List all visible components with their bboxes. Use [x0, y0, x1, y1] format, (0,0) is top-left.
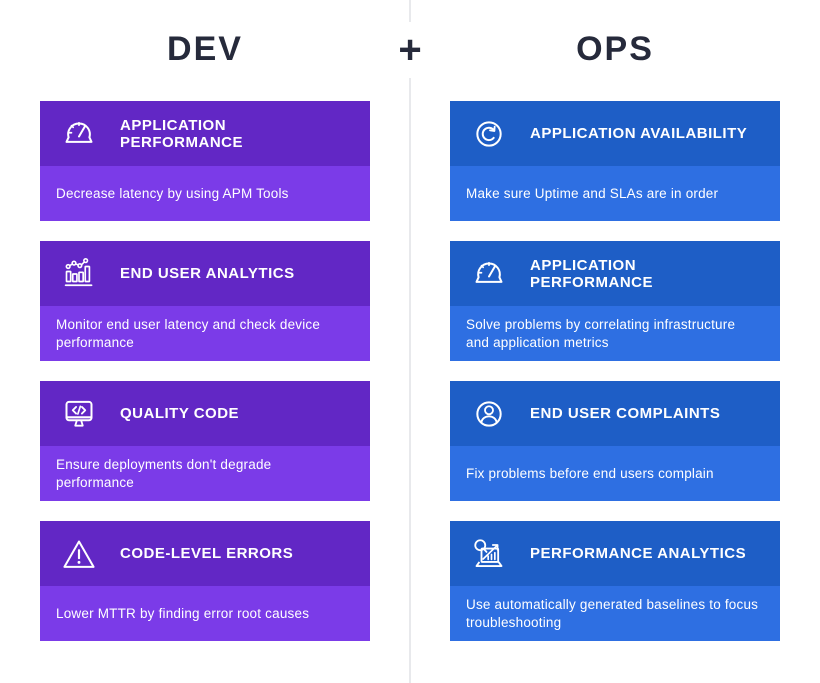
card-end-user-complaints: END USER COMPLAINTS Fix problems before …: [450, 381, 780, 501]
card-description: Monitor end user latency and check devic…: [56, 316, 321, 350]
ops-column: APPLICATION AVAILABILITY Make sure Uptim…: [450, 101, 780, 661]
card-description: Make sure Uptime and SLAs are in order: [466, 185, 719, 201]
card-header: APPLICATION PERFORMANCE: [450, 241, 780, 306]
bar-line-chart-icon: [58, 253, 100, 295]
card-description: Solve problems by correlating infrastruc…: [466, 316, 736, 350]
card-application-performance-ops: APPLICATION PERFORMANCE Solve problems b…: [450, 241, 780, 361]
card-header: CODE-LEVEL ERRORS: [40, 521, 370, 586]
magnifier-chart-icon: [468, 533, 510, 575]
card-body: Lower MTTR by finding error root causes: [40, 586, 370, 641]
refresh-icon: [468, 113, 510, 155]
card-application-availability: APPLICATION AVAILABILITY Make sure Uptim…: [450, 101, 780, 221]
card-quality-code: QUALITY CODE Ensure deployments don't de…: [40, 381, 370, 501]
card-title: END USER COMPLAINTS: [530, 405, 721, 422]
card-body: Monitor end user latency and check devic…: [40, 306, 370, 361]
card-title: CODE-LEVEL ERRORS: [120, 545, 294, 562]
gauge-icon: [468, 253, 510, 295]
card-header: APPLICATION AVAILABILITY: [450, 101, 780, 166]
card-header: END USER ANALYTICS: [40, 241, 370, 306]
card-title: APPLICATION PERFORMANCE: [530, 256, 654, 291]
card-body: Ensure deployments don't degrade perform…: [40, 446, 370, 501]
card-performance-analytics: PERFORMANCE ANALYTICS Use automatically …: [450, 521, 780, 641]
gauge-icon: [58, 113, 100, 155]
dev-column: APPLICATION PERFORMANCE Decrease latency…: [40, 101, 370, 661]
card-description: Lower MTTR by finding error root causes: [56, 605, 310, 621]
card-header: PERFORMANCE ANALYTICS: [450, 521, 780, 586]
ops-column-title: OPS: [576, 30, 654, 68]
card-description: Ensure deployments don't degrade perform…: [56, 456, 272, 490]
card-title: APPLICATION PERFORMANCE: [120, 116, 244, 151]
card-title: QUALITY CODE: [120, 405, 240, 422]
card-code-level-errors: CODE-LEVEL ERRORS Lower MTTR by finding …: [40, 521, 370, 641]
card-description: Use automatically generated baselines to…: [466, 596, 759, 630]
card-description: Fix problems before end users complain: [466, 465, 714, 481]
card-header: APPLICATION PERFORMANCE: [40, 101, 370, 166]
card-body: Decrease latency by using APM Tools: [40, 166, 370, 221]
card-body: Use automatically generated baselines to…: [450, 586, 780, 641]
dev-column-title: DEV: [167, 30, 243, 68]
card-header: QUALITY CODE: [40, 381, 370, 446]
plus-separator: +: [387, 22, 433, 78]
monitor-code-icon: [58, 393, 100, 435]
card-application-performance: APPLICATION PERFORMANCE Decrease latency…: [40, 101, 370, 221]
card-title: APPLICATION AVAILABILITY: [530, 125, 748, 142]
column-divider: [409, 0, 411, 683]
card-body: Make sure Uptime and SLAs are in order: [450, 166, 780, 221]
card-header: END USER COMPLAINTS: [450, 381, 780, 446]
plus-icon: +: [398, 28, 422, 72]
card-title: END USER ANALYTICS: [120, 265, 295, 282]
card-title: PERFORMANCE ANALYTICS: [530, 545, 747, 562]
warning-triangle-icon: [58, 533, 100, 575]
person-circle-icon: [468, 393, 510, 435]
card-description: Decrease latency by using APM Tools: [56, 185, 289, 201]
card-body: Fix problems before end users complain: [450, 446, 780, 501]
card-end-user-analytics: END USER ANALYTICS Monitor end user late…: [40, 241, 370, 361]
card-body: Solve problems by correlating infrastruc…: [450, 306, 780, 361]
